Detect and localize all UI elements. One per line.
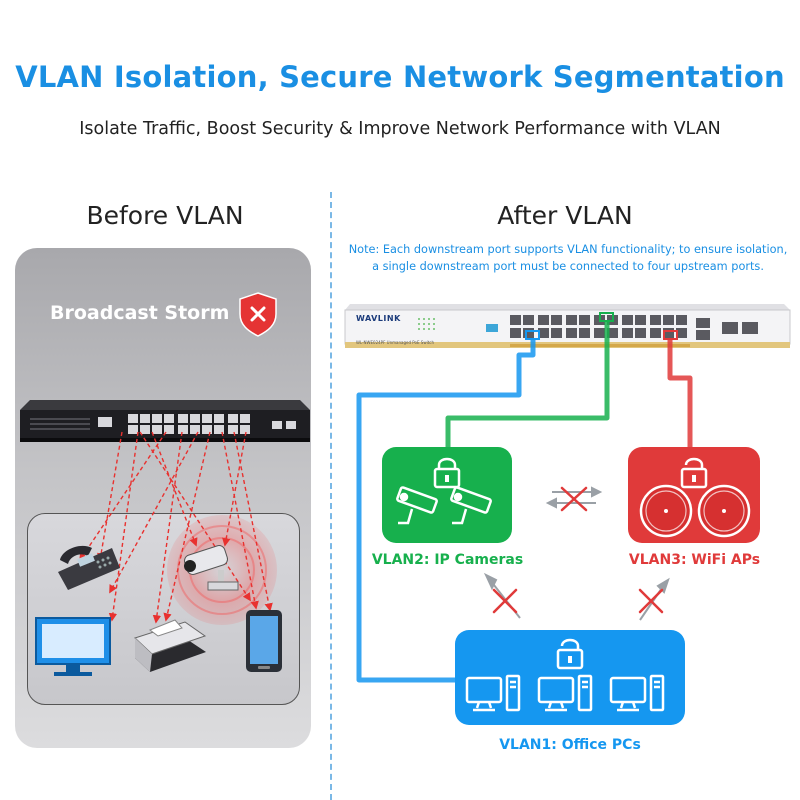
- vlan-note-line1: Note: Each downstream port supports VLAN…: [348, 243, 788, 256]
- printer-icon: [134, 619, 207, 672]
- shield-alert-icon: [239, 292, 277, 337]
- ceiling-ap-icon: [697, 484, 751, 538]
- security-camera-icon: [183, 545, 239, 591]
- cctv-camera-icon: [396, 486, 438, 525]
- vlan3-box: [628, 447, 760, 543]
- desktop-pc-icon: [537, 674, 593, 712]
- vlan-links: [356, 320, 693, 683]
- switch-brand-logo: WAVLINK: [356, 314, 401, 323]
- vlan1-label: VLAN1: Office PCs: [499, 737, 641, 753]
- before-vlan-heading: Before VLAN: [86, 201, 244, 230]
- broadcast-storm-label: Broadcast Storm: [50, 302, 230, 324]
- vlan1-box: [455, 630, 685, 725]
- switch-model-text: WL-NWE024PF Unmanaged PoE Switch: [356, 340, 434, 345]
- broadcast-arrows: [79, 431, 273, 624]
- desk-phone-icon: [58, 545, 120, 590]
- vlan2-devices: [396, 457, 492, 525]
- lock-icon: [433, 457, 461, 489]
- switch-white-icon: [344, 304, 791, 348]
- vlan2-label: VLAN2: IP Cameras: [371, 552, 524, 568]
- after-vlan-heading: After VLAN: [497, 201, 633, 230]
- isolation-arrows: [483, 486, 670, 621]
- monitor-icon: [35, 617, 111, 676]
- page-subtitle: Isolate Traffic, Boost Security & Improv…: [79, 119, 721, 139]
- lock-icon: [556, 638, 584, 670]
- section-divider: [330, 192, 332, 800]
- desktop-pc-icon: [465, 674, 521, 712]
- vlan3-label: VLAN3: WiFi APs: [628, 552, 761, 568]
- vlan3-devices: [639, 457, 751, 538]
- vlan2-box: [382, 447, 512, 543]
- page-title: VLAN Isolation, Secure Network Segmentat…: [15, 60, 785, 94]
- vlan-note-line2: a single downstream port must be connect…: [372, 260, 764, 273]
- cctv-camera-icon: [450, 486, 492, 525]
- switch-black-icon: [20, 400, 310, 442]
- smartphone-icon: [246, 610, 282, 672]
- lock-icon: [680, 457, 708, 489]
- ceiling-ap-icon: [639, 484, 693, 538]
- vlan-note: Note: Each downstream port supports VLAN…: [333, 241, 800, 275]
- desktop-pc-icon: [609, 674, 665, 712]
- vlan1-devices: [465, 638, 665, 712]
